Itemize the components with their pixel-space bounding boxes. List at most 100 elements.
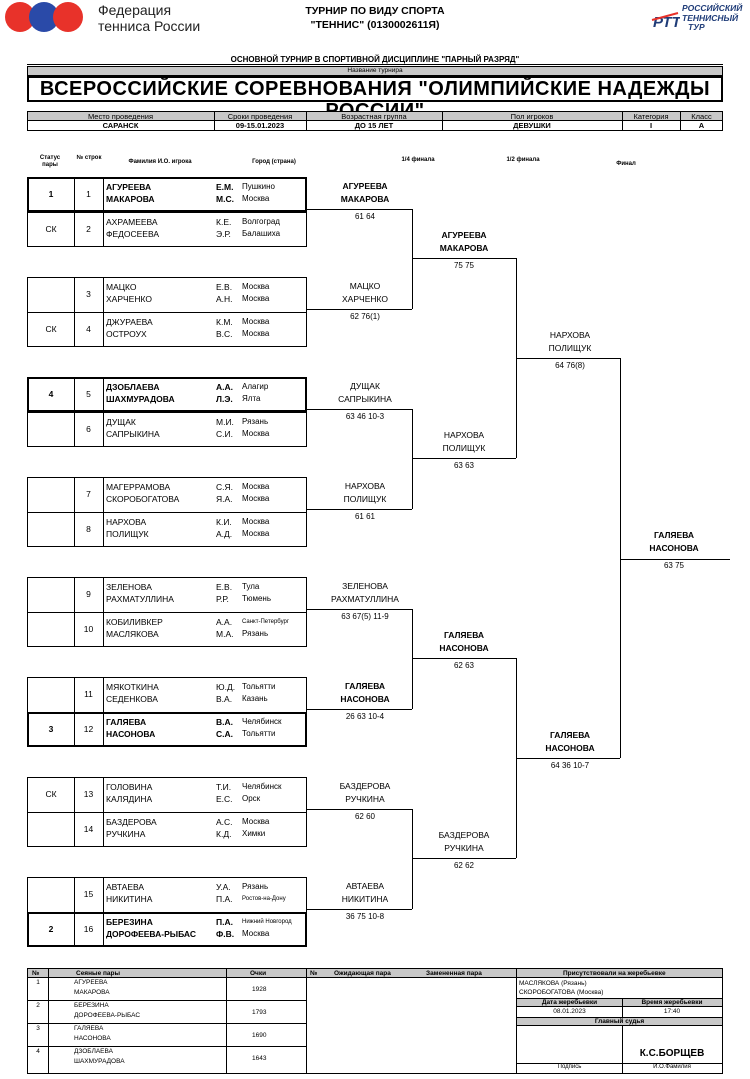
r1-score: 61 61 (354, 512, 376, 521)
player-city: Рязань (242, 629, 269, 638)
present-2: СКОРОБОГАТОВА (Москва) (519, 989, 604, 996)
player-name: ГАЛЯЕВА (106, 717, 147, 727)
pair-number: 3 (86, 289, 91, 299)
divider (103, 377, 104, 447)
seeds-h-num2: № (310, 970, 318, 977)
referee-name: К.С.БОРЩЕВ (639, 1048, 705, 1059)
r1-winner-name: НИКИТИНА (341, 894, 389, 904)
seed-name: МАКАРОВА (74, 989, 110, 996)
referee-bar (517, 1017, 722, 1026)
qf-winner-name: МАКАРОВА (439, 243, 489, 253)
divider (74, 377, 75, 447)
player-name: САПРЫКИНА (106, 429, 160, 439)
player-name: НАСОНОВА (106, 729, 156, 739)
divider (27, 212, 307, 213)
class-label: Класс (691, 112, 712, 121)
player-name: БЕРЕЗИНА (106, 917, 153, 927)
venue-value: САРАНСК (102, 121, 139, 130)
player-name: ШАХМУРАДОВА (106, 394, 175, 404)
bracket-line (516, 758, 620, 759)
player-initials: С.Я. (216, 482, 233, 492)
r1-score: 63 67(5) 11-9 (341, 612, 389, 621)
seed-num: 4 (36, 1048, 40, 1055)
divider (48, 969, 49, 1073)
player-city: Казань (242, 694, 268, 703)
dates-value: 09-15.01.2023 (235, 121, 285, 130)
divider (27, 512, 307, 513)
final-winner-name: НАСОНОВА (649, 543, 699, 553)
pair-number: 4 (86, 324, 91, 334)
pair-number: 8 (86, 524, 91, 534)
divider (680, 111, 681, 131)
bracket-line (412, 609, 413, 709)
divider (306, 111, 307, 131)
qf-winner-name: РУЧКИНА (444, 843, 484, 853)
divider (214, 111, 215, 131)
seeds-header-bar (28, 969, 722, 978)
qf-score: 63 63 (453, 461, 475, 470)
r1-winner-name: ПОЛИЩУК (343, 494, 387, 504)
divider (74, 777, 75, 847)
divider (27, 312, 307, 313)
rtt-logo-icon: РТТ (651, 12, 680, 31)
r1-score: 36 75 10-8 (345, 912, 385, 921)
divider (622, 1026, 623, 1073)
player-initials: А.Н. (216, 294, 233, 304)
divider (306, 969, 307, 1073)
tournament-heading: ТУРНИР ПО ВИДУ СПОРТА "ТЕННИС" (01300026… (255, 4, 495, 32)
divider (27, 612, 307, 613)
seed-points: 1793 (252, 1009, 267, 1016)
pair-number: 11 (84, 689, 93, 699)
seed-num: 2 (36, 1002, 40, 1009)
seed-name: БЕРЕЗИНА (74, 1002, 109, 1009)
bracket-line (307, 809, 412, 810)
player-initials: В.С. (216, 329, 233, 339)
seed-name: ДОРОФЕЕВА-РЫБАС (74, 1012, 141, 1019)
col-num: № строк (76, 155, 102, 161)
pair-number: 9 (86, 589, 91, 599)
r1-winner-name: ХАРЧЕНКО (342, 294, 388, 304)
tournament-line1: ТУРНИР ПО ВИДУ СПОРТА (305, 5, 445, 17)
player-name: МАЦКО (106, 282, 137, 292)
seed-highlight (27, 177, 307, 212)
player-city: Волгоград (242, 217, 280, 226)
player-initials: К.М. (216, 317, 233, 327)
qf-winner-name: АГУРЕЕВА (441, 230, 487, 240)
pair-number: 6 (86, 424, 91, 434)
seeds-table: № Сеяные пары Очки № Ожидающая пара Заме… (27, 968, 723, 1074)
sex-label: Пол игроков (510, 112, 554, 121)
player-city: Тюмень (242, 594, 271, 603)
seed-highlight (27, 377, 307, 412)
r1-winner-name: АВТАЕВА (345, 881, 385, 891)
player-city: Химки (242, 829, 266, 838)
qf-winner-name: НАРХОВА (443, 430, 485, 440)
referee-label: Главный судья (594, 1018, 645, 1025)
player-name: КОБИЛИВКЕР (106, 617, 163, 627)
player-name: СЕДЕНКОВА (106, 694, 158, 704)
bracket-line (412, 809, 413, 909)
player-city: Москва (242, 282, 270, 291)
r1-winner-name: АГУРЕЕВА (342, 181, 388, 191)
player-initials: Э.Р. (216, 229, 231, 239)
player-name: НАРХОВА (106, 517, 147, 527)
bracket-line (307, 209, 412, 210)
fio-label: И.О.Фамилия (653, 1064, 691, 1070)
player-name: СКОРОБОГАТОВА (106, 494, 180, 504)
bracket-line (412, 658, 516, 659)
venue-label: Место проведения (87, 112, 154, 121)
player-city: Тольятти (242, 729, 276, 738)
divider (516, 969, 517, 1073)
player-city: Москва (242, 929, 270, 938)
player-initials: А.Д. (216, 529, 233, 539)
sf-winner-name: ПОЛИЩУК (548, 343, 592, 353)
rtt-line3: ТУР (688, 22, 705, 32)
r1-winner-name: РУЧКИНА (345, 794, 385, 804)
seed-num: 3 (36, 1025, 40, 1032)
player-name: ФЕДОСЕЕВА (106, 229, 160, 239)
r1-winner-name: ДУЩАК (350, 381, 380, 391)
player-name: БАЗДЕРОВА (106, 817, 157, 827)
player-name: МЯКОТКИНА (106, 682, 159, 692)
r1-winner-name: САПРЫКИНА (338, 394, 392, 404)
player-city: Нижний Новгород (242, 919, 292, 925)
sf-winner-name: НАСОНОВА (545, 743, 595, 753)
